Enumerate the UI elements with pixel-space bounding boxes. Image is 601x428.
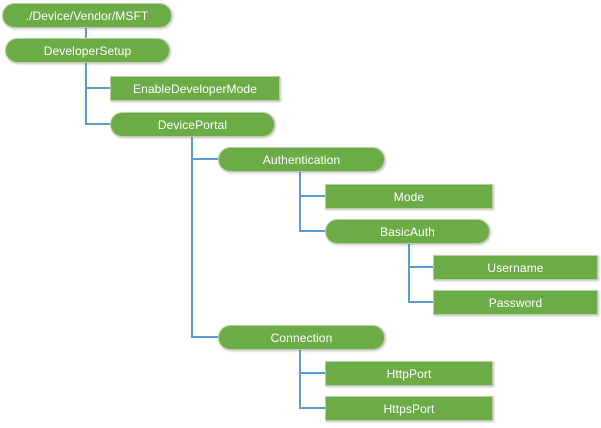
tree-node-developersetup[interactable]: DeveloperSetup <box>5 38 170 63</box>
connector-basicauth-to-password <box>408 244 433 303</box>
tree-node-deviceportal[interactable]: DevicePortal <box>110 112 275 137</box>
connector-authentication-to-mode <box>299 172 325 197</box>
connector-basicauth-to-username <box>408 244 433 268</box>
tree-node-root[interactable]: ./Device/Vendor/MSFT <box>2 3 172 28</box>
connector-developersetup-to-enabledevelopermode <box>85 63 110 89</box>
tree-node-enabledevelopermode[interactable]: EnableDeveloperMode <box>110 76 280 101</box>
tree-node-mode[interactable]: Mode <box>325 184 493 209</box>
tree-node-authentication[interactable]: Authentication <box>218 147 385 172</box>
connector-deviceportal-to-connection <box>191 137 218 338</box>
connector-deviceportal-to-authentication <box>191 137 218 160</box>
connector-developersetup-to-deviceportal <box>85 63 110 125</box>
connector-authentication-to-basicauth <box>299 172 325 232</box>
tree-node-connection[interactable]: Connection <box>218 325 385 350</box>
tree-node-httpport[interactable]: HttpPort <box>325 361 493 386</box>
connector-connection-to-httpsport <box>299 350 325 409</box>
tree-node-username[interactable]: Username <box>433 255 598 280</box>
connector-connection-to-httpport <box>299 350 325 374</box>
tree-node-httpsport[interactable]: HttpsPort <box>325 396 493 421</box>
tree-node-password[interactable]: Password <box>433 290 598 315</box>
tree-node-basicauth[interactable]: BasicAuth <box>325 219 490 244</box>
